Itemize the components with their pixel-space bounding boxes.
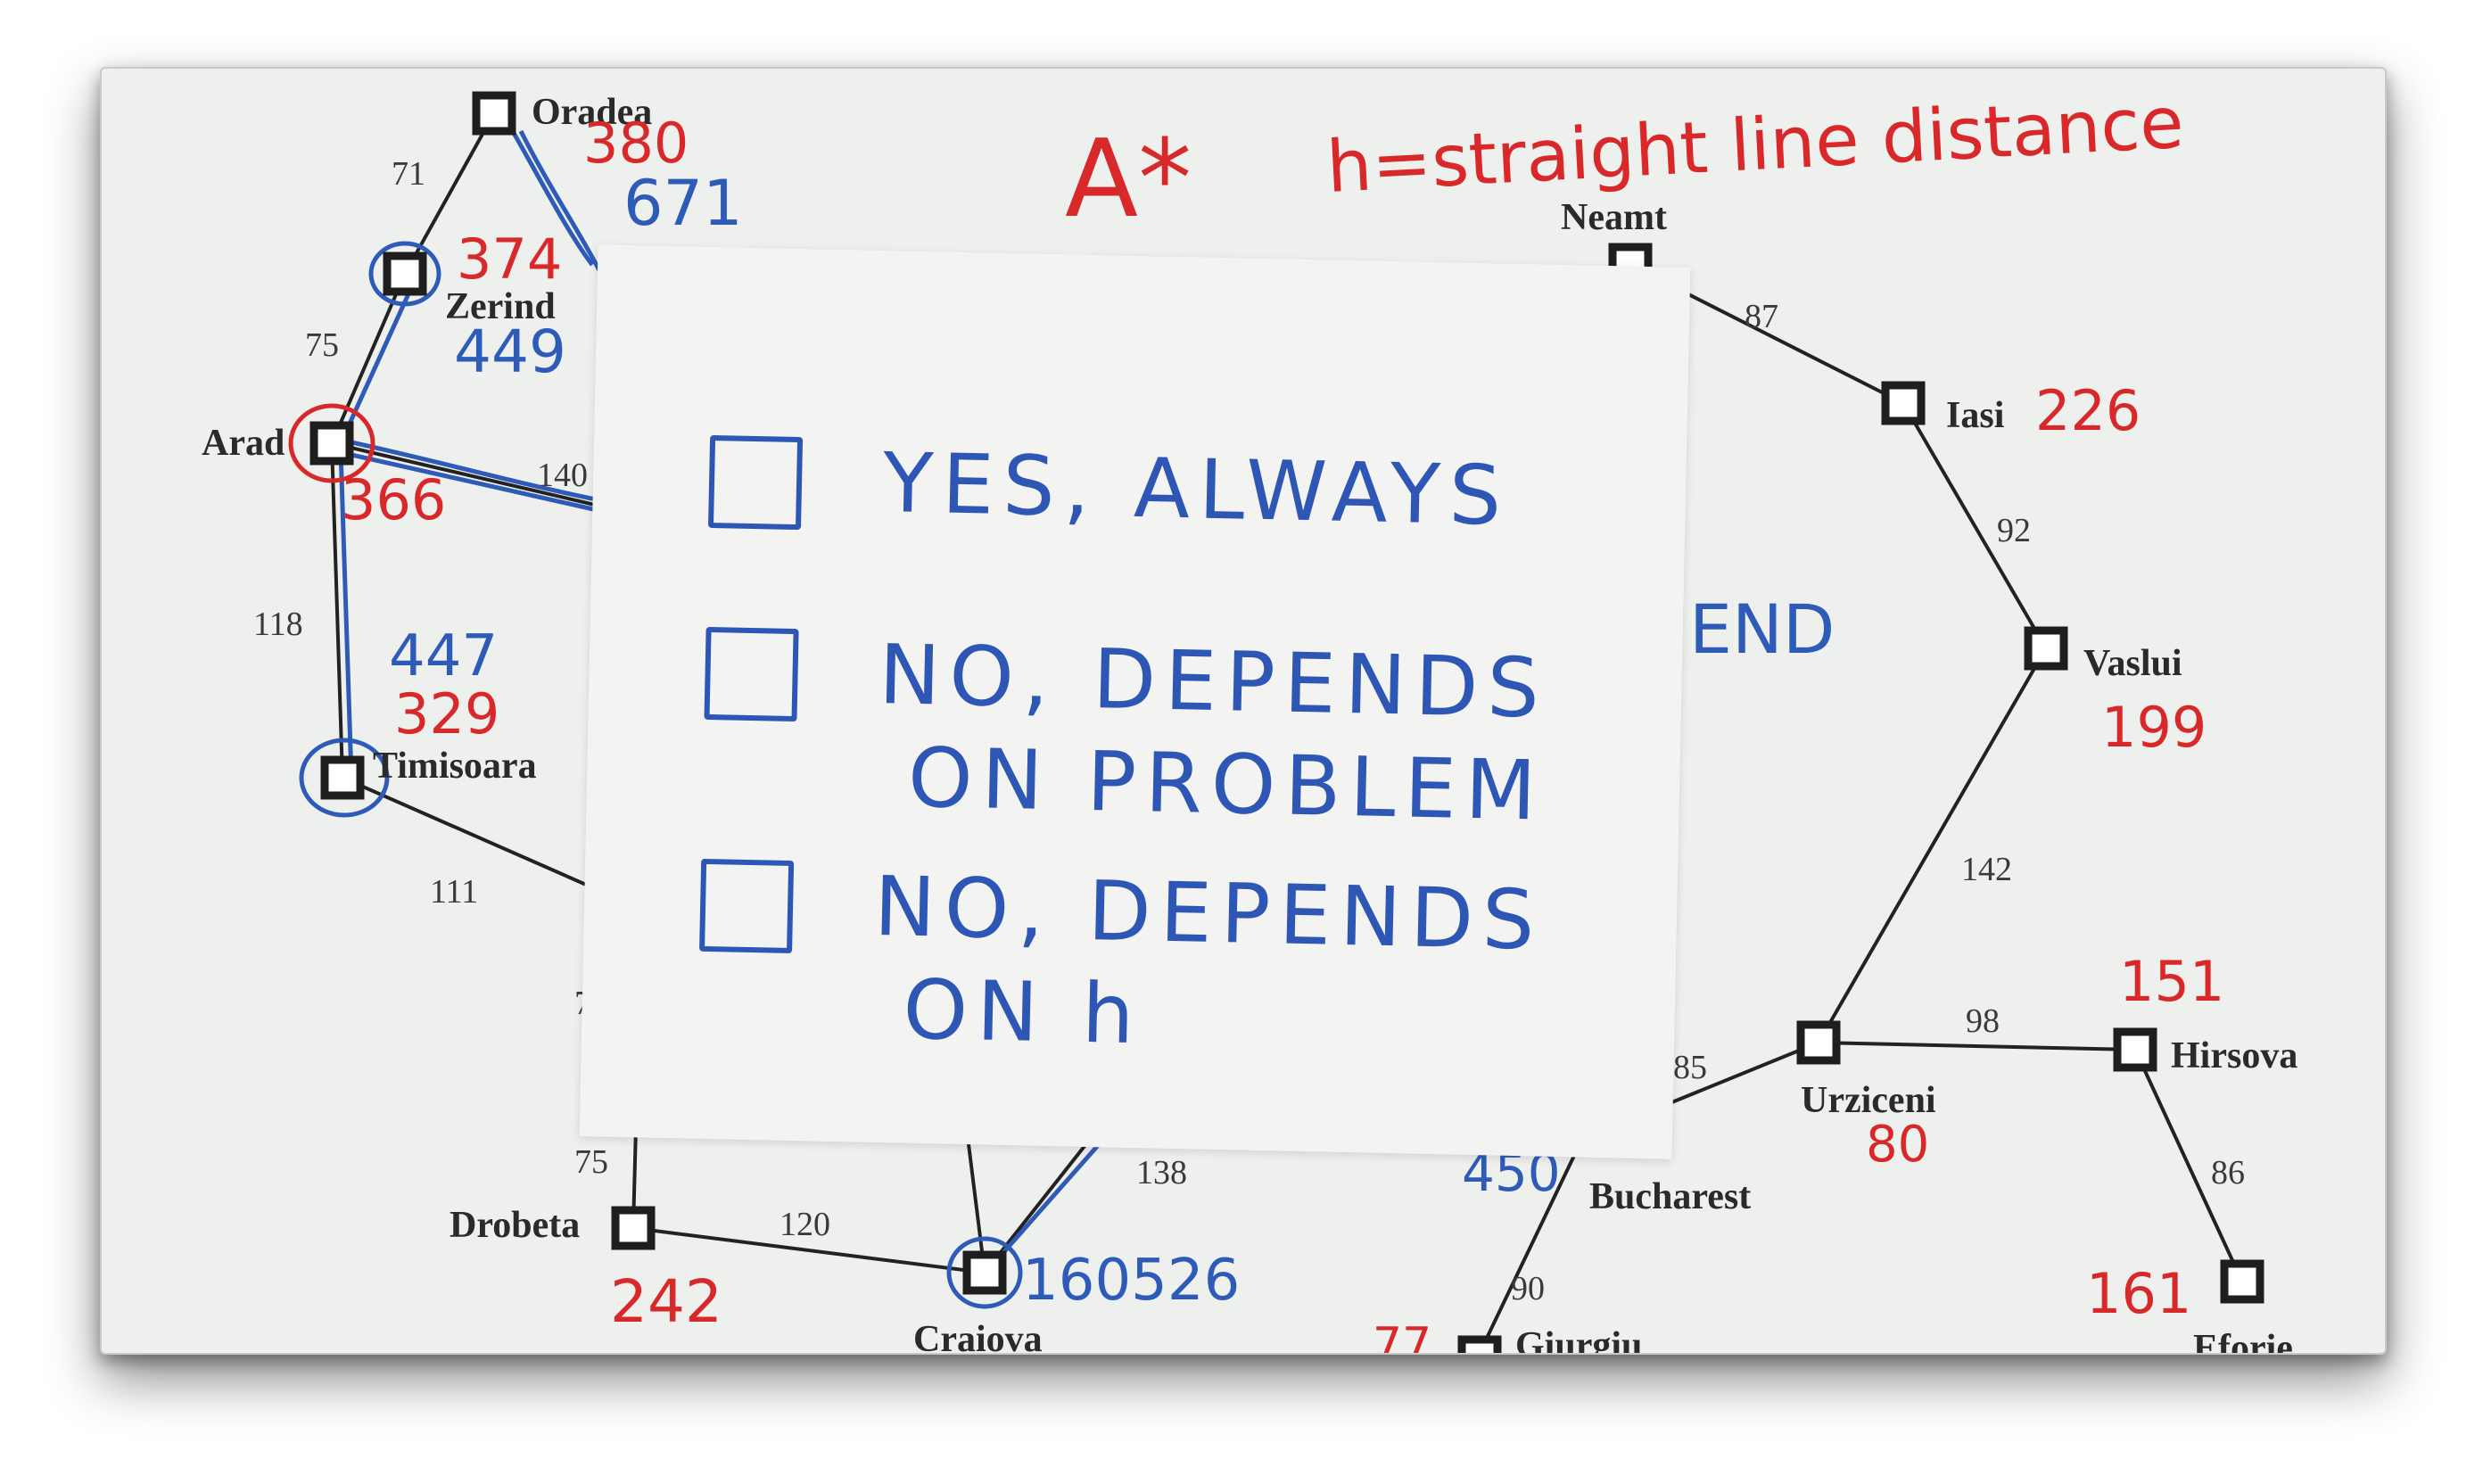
node-timisoara bbox=[320, 755, 365, 800]
cost-zerind-arad: 75 bbox=[305, 326, 339, 364]
node-vaslui bbox=[2024, 626, 2068, 671]
f-zerind: 449 bbox=[454, 317, 566, 386]
h-timisoara: 329 bbox=[394, 681, 499, 746]
f-values: 671 449 447 160526 450 END bbox=[389, 167, 1835, 1314]
option-label-line2: ON h bbox=[902, 961, 1144, 1063]
video-frame: Oradea Zerind Arad Timisoara Drobeta Cra… bbox=[100, 67, 2387, 1355]
option-checkbox[interactable] bbox=[704, 626, 799, 722]
node-eforie bbox=[2220, 1259, 2264, 1304]
blue-circle-zerind bbox=[368, 241, 441, 307]
city-label-urziceni: Urziceni bbox=[1801, 1080, 1936, 1121]
h-vaslui: 199 bbox=[2101, 695, 2207, 760]
node-arad bbox=[309, 421, 354, 466]
quiz-card: YES, ALWAYS NO, DEPENDS ON PROBLEM NO, D… bbox=[579, 244, 1691, 1159]
city-label-zerind: Zerind bbox=[445, 286, 556, 327]
node-zerind bbox=[383, 251, 427, 296]
edge-vaslui-urziceni bbox=[1817, 647, 2048, 1043]
node-iasi bbox=[1881, 381, 1926, 425]
cost-arad-timisoara: 118 bbox=[253, 606, 303, 643]
city-label-giurgiu: Giurgiu bbox=[1515, 1325, 1642, 1353]
cost-oradea-zerind: 71 bbox=[392, 155, 425, 193]
h-zerind: 374 bbox=[457, 227, 562, 292]
node-drobeta bbox=[611, 1206, 656, 1250]
city-label-neamt: Neamt bbox=[1561, 197, 1667, 238]
city-label-drobeta: Drobeta bbox=[450, 1205, 580, 1246]
cost-iasi-vaslui: 92 bbox=[1997, 512, 2031, 549]
city-labels: Oradea Zerind Arad Timisoara Drobeta Cra… bbox=[202, 92, 2297, 1353]
node-craiova bbox=[962, 1250, 1007, 1295]
node-giurgiu bbox=[1457, 1335, 1502, 1353]
cost-urziceni-hirsova: 98 bbox=[1966, 1002, 2000, 1040]
f-oradea: 671 bbox=[623, 167, 743, 240]
cost-mehadia-drobeta: 75 bbox=[574, 1143, 608, 1181]
f-timisoara: 447 bbox=[389, 623, 498, 689]
cost-bucharest-giurgiu: 90 bbox=[1511, 1270, 1545, 1307]
edge-urziceni-hirsova bbox=[1818, 1041, 2136, 1051]
h-arad: 366 bbox=[341, 467, 446, 532]
city-label-vaslui: Vaslui bbox=[2083, 643, 2182, 684]
f-fragment-end: END bbox=[1689, 589, 1835, 669]
h-urziceni: 80 bbox=[1866, 1116, 1929, 1174]
city-label-craiova: Craiova bbox=[913, 1319, 1043, 1353]
h-drobeta: 242 bbox=[610, 1267, 722, 1336]
option-label: NO, DEPENDS bbox=[878, 626, 1549, 737]
city-label-arad: Arad bbox=[202, 423, 285, 464]
city-label-oradea: Oradea bbox=[532, 92, 652, 133]
city-label-bucharest: Bucharest bbox=[1589, 1176, 1751, 1217]
edge-bucharest-giurgiu bbox=[1478, 1138, 1584, 1353]
node-urziceni bbox=[1796, 1020, 1841, 1065]
cost-neamt-iasi: 87 bbox=[1745, 298, 1778, 335]
blue-circle-timisoara bbox=[299, 738, 390, 818]
f-craiova: 160526 bbox=[1022, 1248, 1240, 1314]
city-label-eforie: Eforie bbox=[2193, 1328, 2293, 1353]
cost-arad-sibiu: 140 bbox=[537, 457, 588, 494]
option-label: YES, ALWAYS bbox=[881, 435, 1512, 544]
cost-hirsova-eforie: 86 bbox=[2211, 1154, 2245, 1191]
node-oradea bbox=[472, 91, 516, 136]
h-iasi: 226 bbox=[2035, 378, 2141, 443]
edge-arad-sibiu bbox=[331, 441, 638, 516]
edge-hirsova-eforie bbox=[2133, 1049, 2244, 1282]
red-circle-arad bbox=[288, 403, 375, 483]
option-label-line2: ON PROBLEM bbox=[907, 730, 1547, 839]
option-checkbox[interactable] bbox=[707, 434, 804, 531]
node-hirsova bbox=[2113, 1027, 2157, 1072]
title-h-definition: h=straight line distance bbox=[1324, 81, 2186, 209]
h-giurgiu: 77 bbox=[1373, 1318, 1431, 1353]
cost-drobeta-craiova: 120 bbox=[780, 1206, 830, 1243]
cost-pitesti-craiova: 138 bbox=[1136, 1154, 1187, 1191]
edge-arad-timisoara bbox=[330, 442, 344, 779]
city-label-iasi: Iasi bbox=[1946, 395, 2005, 436]
h-hirsova: 151 bbox=[2119, 949, 2224, 1014]
edge-drobeta-craiova bbox=[632, 1226, 986, 1274]
map-nodes bbox=[309, 91, 2264, 1353]
h-oradea: 380 bbox=[583, 111, 689, 176]
city-label-timisoara: Timisoara bbox=[373, 746, 537, 787]
cost-vaslui-urziceni: 142 bbox=[1961, 851, 2012, 888]
option-checkbox[interactable] bbox=[699, 858, 795, 954]
edge-zerind-arad bbox=[330, 273, 407, 444]
blue-circle-craiova bbox=[946, 1236, 1023, 1309]
cost-urziceni-bucharest: 85 bbox=[1673, 1049, 1707, 1086]
blue-trace-oradea-zerind bbox=[505, 120, 604, 276]
h-eforie: 161 bbox=[2086, 1261, 2191, 1326]
cost-timisoara-lugoj: 111 bbox=[430, 873, 478, 911]
city-label-hirsova: Hirsova bbox=[2171, 1035, 2297, 1076]
edge-iasi-vaslui bbox=[1901, 401, 2048, 650]
title-a-star: A* bbox=[1065, 118, 1192, 242]
option-label: NO, DEPENDS bbox=[873, 858, 1545, 969]
